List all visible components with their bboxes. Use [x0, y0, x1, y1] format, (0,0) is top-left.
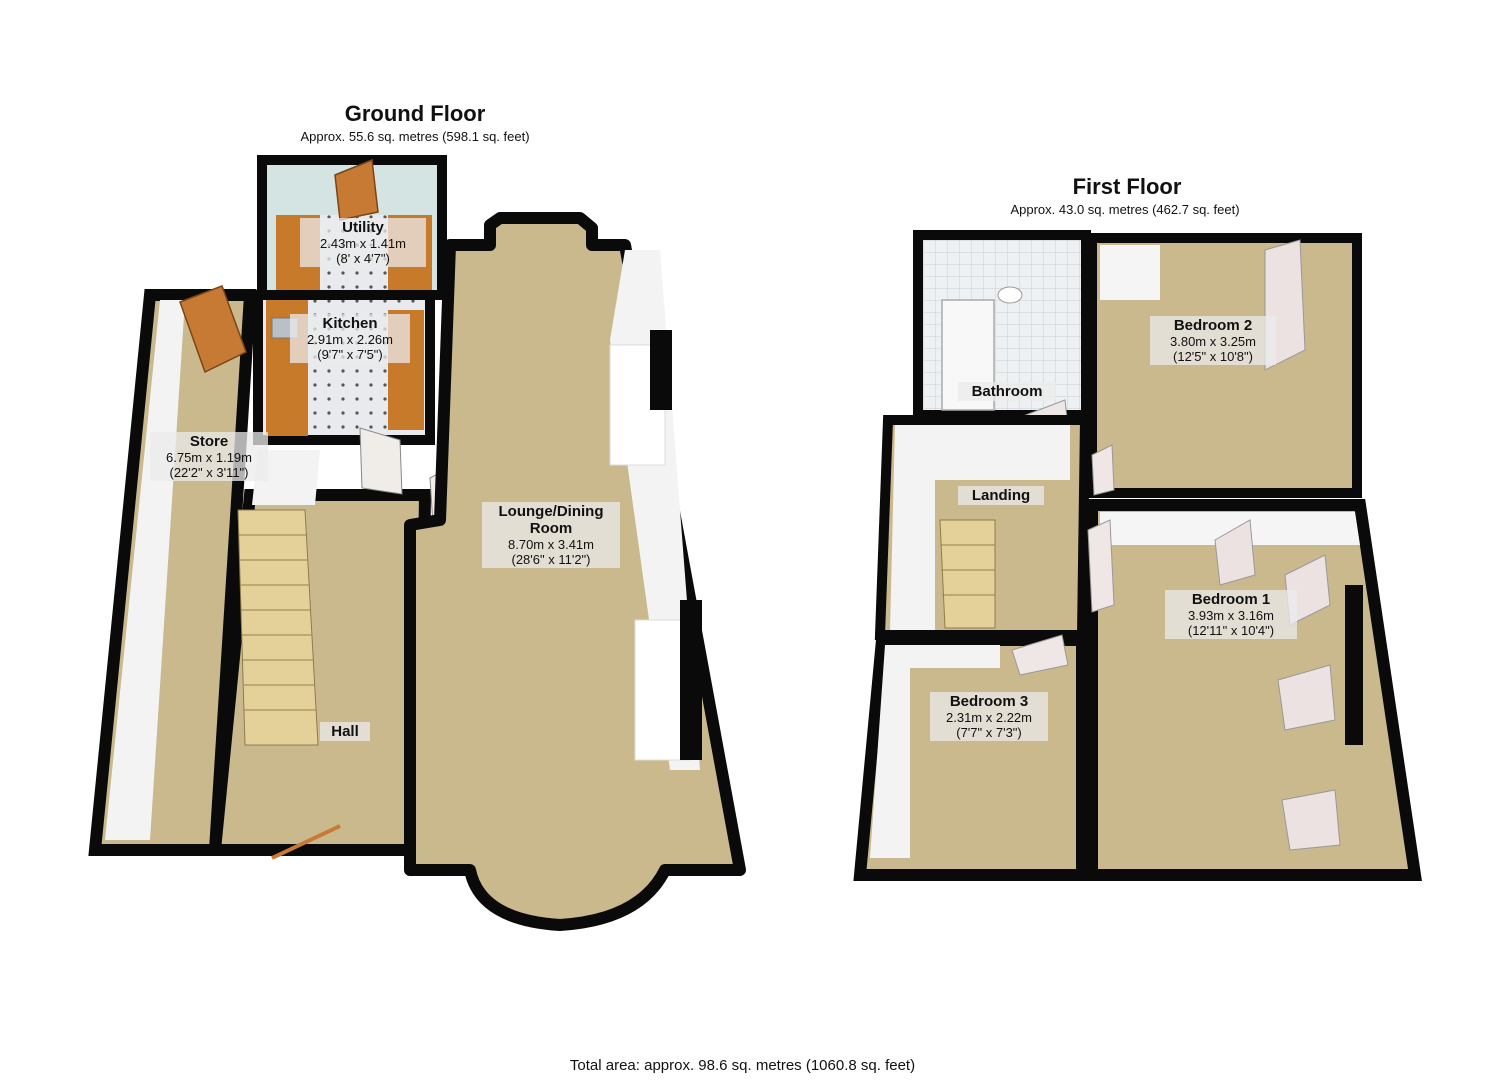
total-area: Total area: approx. 98.6 sq. metres (106… [569, 1057, 916, 1074]
bedroom2-imperial: (12'5" x 10'8") [1173, 349, 1253, 364]
store-label: Store 6.75m x 1.19m (22'2" x 3'11") [150, 432, 268, 481]
bathroom-label: Bathroom [958, 382, 1056, 401]
utility-door [334, 158, 379, 221]
basin [997, 286, 1023, 304]
bedroom1-label: Bedroom 1 3.93m x 3.16m (12'11" x 10'4") [1165, 590, 1297, 639]
utility-label: Utility 2.43m x 1.41m (8' x 4'7") [300, 218, 426, 267]
landing-label: Landing [958, 486, 1044, 505]
staircase [237, 509, 319, 746]
ground-floor-area: Approx. 55.6 sq. metres (598.1 sq. feet) [300, 129, 530, 144]
hall-label: Hall [320, 722, 370, 741]
landing-name: Landing [971, 487, 1031, 504]
bedroom1-imperial: (12'11" x 10'4") [1187, 623, 1275, 638]
bedroom3-label: Bedroom 3 2.31m x 2.22m (7'7" x 7'3") [930, 692, 1048, 741]
lounge-metric: 8.70m x 3.41m [508, 537, 594, 552]
bedroom1-door [1087, 519, 1115, 613]
first-floor-area: Approx. 43.0 sq. metres (462.7 sq. feet) [1010, 202, 1240, 217]
utility-imperial: (8' x 4'7") [336, 251, 390, 266]
bedroom3-name: Bedroom 3 [949, 693, 1029, 710]
first-floor-title: First Floor [1072, 174, 1182, 199]
bedroom2-door [1091, 444, 1115, 496]
utility-metric: 2.43m x 1.41m [320, 236, 406, 251]
bathroom-name: Bathroom [971, 383, 1043, 400]
ground-floor-plan [88, 155, 746, 931]
first-floor-plan [853, 230, 1422, 881]
bedroom3-metric: 2.31m x 2.22m [946, 710, 1032, 725]
kitchen-metric: 2.91m x 2.26m [307, 332, 393, 347]
bedroom1-inner-wall [1100, 512, 1360, 545]
bedroom3-door [1011, 634, 1069, 676]
bedroom1-metric: 3.93m x 3.16m [1188, 608, 1274, 623]
landing-staircase [939, 519, 996, 629]
store-door [179, 285, 247, 374]
bedroom2-label: Bedroom 2 3.80m x 3.25m (12'5" x 10'8") [1150, 316, 1276, 365]
ground-floor-title: Ground Floor [344, 101, 486, 126]
lounge-room [404, 212, 746, 931]
store-imperial: (22'2" x 3'11") [169, 465, 249, 480]
hall-inner-wall [252, 450, 320, 505]
kitchen-label: Kitchen 2.91m x 2.26m (9'7" x 7'5") [290, 314, 410, 363]
bedroom2-name: Bedroom 2 [1173, 317, 1253, 334]
bedroom2-metric: 3.80m x 3.25m [1170, 334, 1256, 349]
bedroom3-inner-wall [870, 645, 1000, 858]
lounge-name-line2: Room [529, 520, 573, 537]
lounge-label: Lounge/Dining Room 8.70m x 3.41m (28'6" … [482, 502, 620, 568]
kitchen-imperial: (9'7" x 7'5") [317, 347, 383, 362]
store-name: Store [189, 433, 229, 450]
lounge-imperial: (28'6" x 11'2") [511, 552, 591, 567]
front-door [271, 824, 341, 860]
kitchen-door [359, 427, 403, 495]
bedroom2-inner-wall [1100, 245, 1160, 300]
bedroom3-imperial: (7'7" x 7'3") [956, 725, 1022, 740]
bedroom1-name: Bedroom 1 [1191, 591, 1271, 608]
landing-inner-wall [890, 425, 1070, 630]
utility-name: Utility [342, 219, 384, 236]
hall-name: Hall [331, 723, 359, 740]
lounge-name: Lounge/Dining [498, 503, 604, 520]
store-metric: 6.75m x 1.19m [166, 450, 252, 465]
kitchen-name: Kitchen [322, 315, 378, 332]
